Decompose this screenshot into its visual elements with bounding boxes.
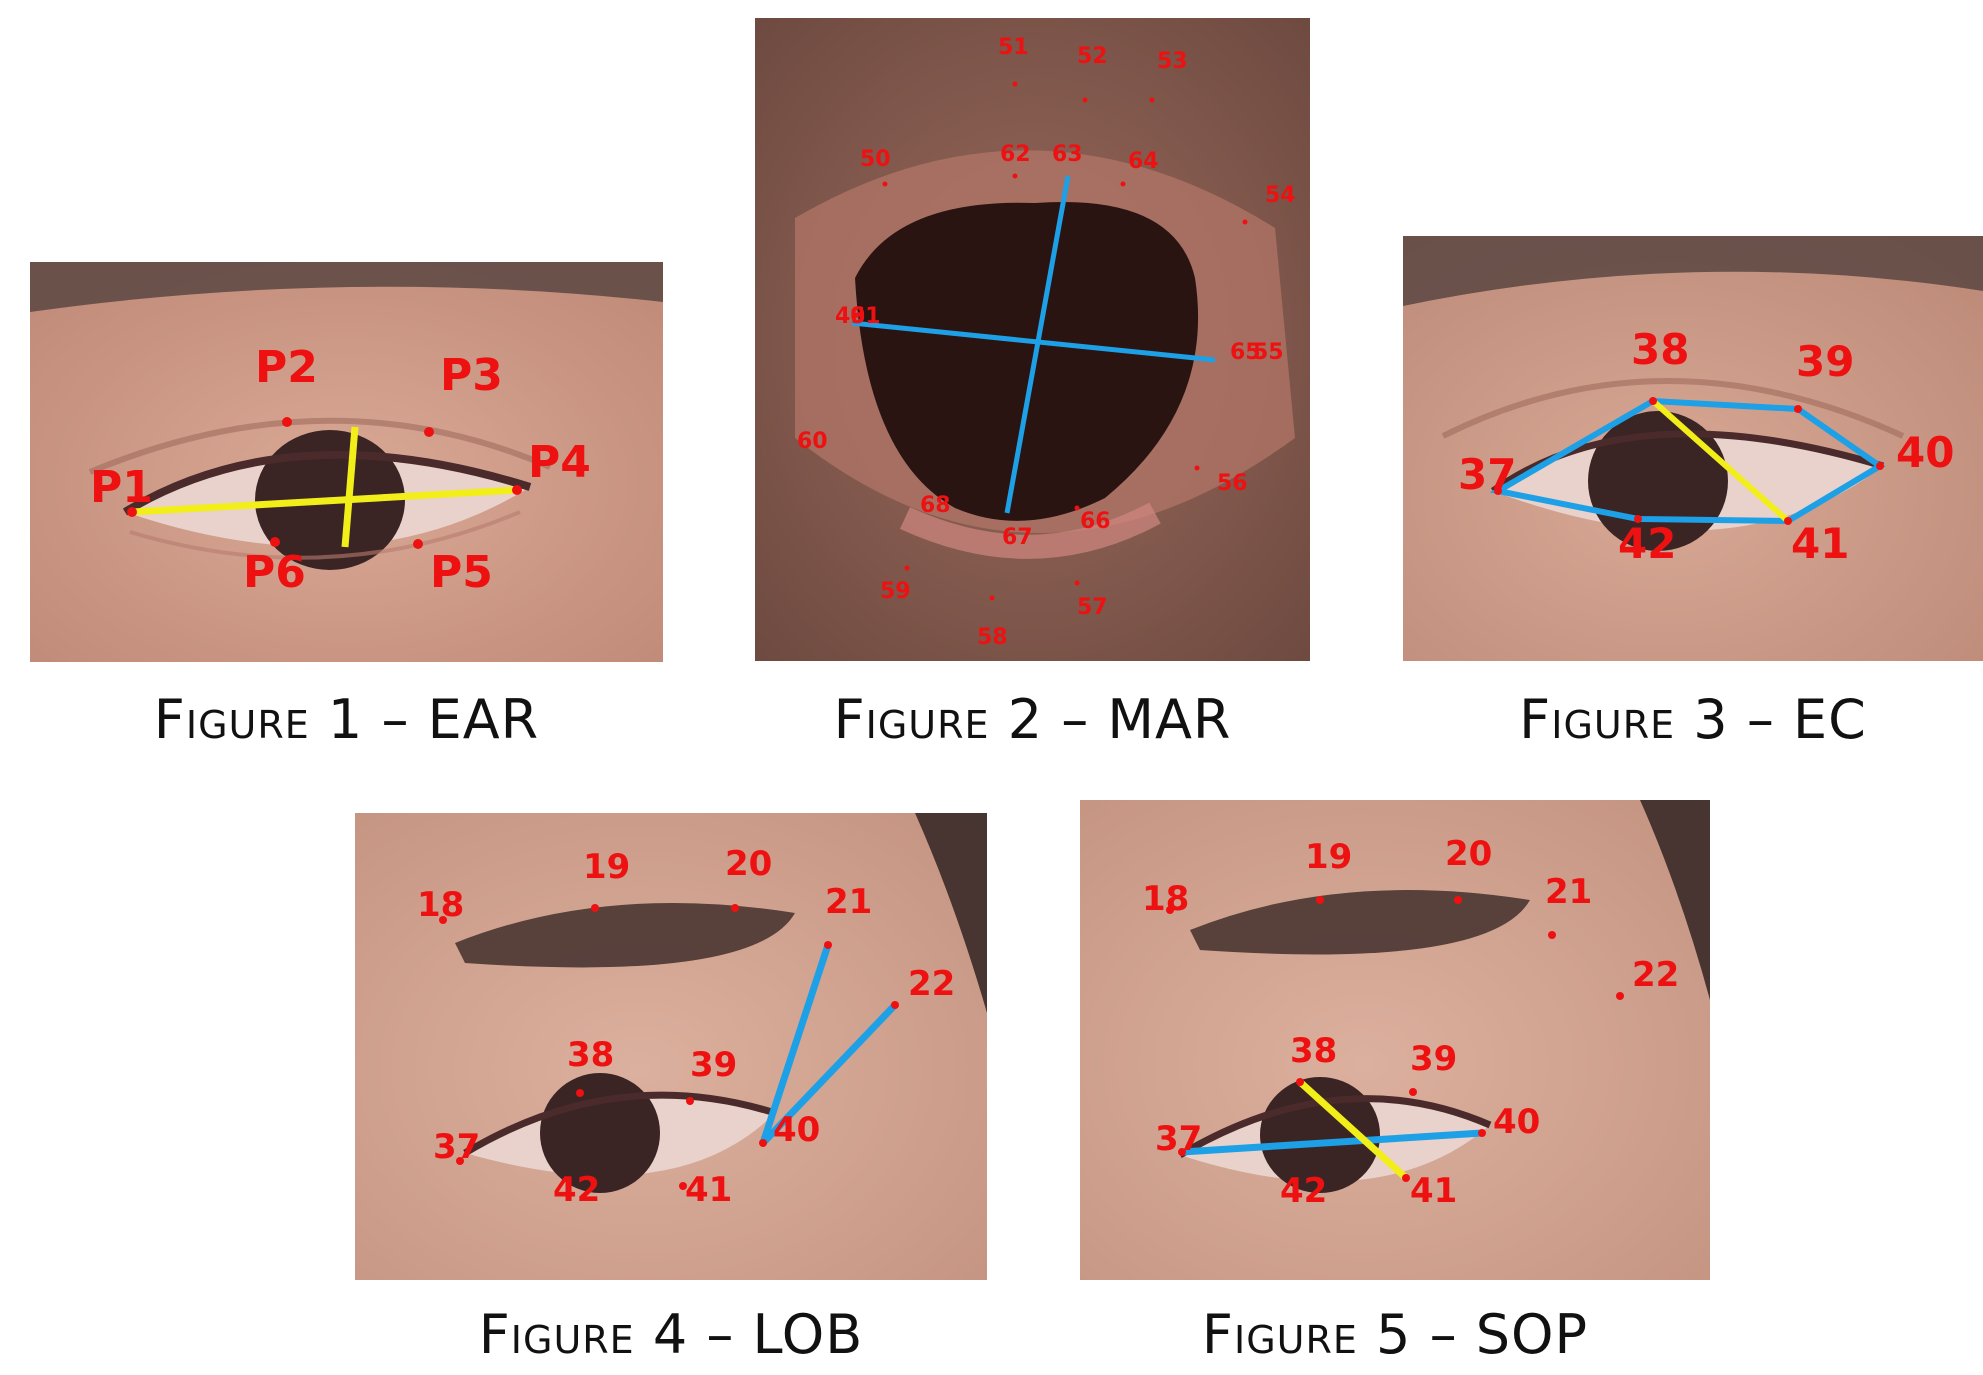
landmark-40: 40 — [1896, 428, 1954, 477]
landmark-38: 38 — [1631, 325, 1689, 374]
figure-5-caption: Figure 5 – SOP — [1080, 1303, 1710, 1366]
figure-5: 18 19 20 21 22 37 38 39 40 41 42 — [1080, 800, 1710, 1280]
landmark-56: 56 — [1217, 471, 1248, 496]
landmark-18-sop: 18 — [1142, 879, 1189, 919]
figure-3-eye-photo: 37 38 39 40 41 42 — [1403, 236, 1983, 661]
landmark-19-sop: 19 — [1305, 837, 1352, 877]
landmark-41: 41 — [1791, 519, 1849, 568]
landmark-p5: P5 — [430, 547, 493, 598]
landmark-38-sop: 38 — [1290, 1031, 1337, 1071]
landmark-58: 58 — [977, 625, 1008, 650]
landmark-40-lob: 40 — [773, 1110, 820, 1150]
figure-2-mouth-photo: 49 61 50 51 52 53 54 55 56 57 58 59 60 6… — [755, 18, 1310, 661]
landmark-37-sop: 37 — [1155, 1119, 1202, 1159]
figure-5-caption-label: 5 – SOP — [1376, 1303, 1588, 1366]
landmark-22: 22 — [908, 964, 955, 1004]
landmark-50: 50 — [860, 147, 891, 172]
landmark-21: 21 — [825, 882, 872, 922]
figure-2-caption-label: 2 – MAR — [1008, 688, 1232, 751]
landmark-18: 18 — [417, 885, 464, 925]
landmark-59: 59 — [880, 579, 911, 604]
landmark-37: 37 — [1458, 450, 1516, 499]
landmark-61: 61 — [850, 304, 881, 329]
figure-1-eye-photo: P1 P2 P3 P4 P5 P6 — [30, 262, 663, 662]
figure-1-caption: Figure 1 – EAR — [30, 688, 663, 751]
figure-2: 49 61 50 51 52 53 54 55 56 57 58 59 60 6… — [755, 18, 1310, 661]
figure-4-caption-label: 4 – LOB — [653, 1303, 863, 1366]
landmark-41-sop: 41 — [1410, 1171, 1457, 1211]
figure-3-caption-word: Figure — [1519, 688, 1675, 751]
landmark-51: 51 — [998, 35, 1029, 60]
landmark-20: 20 — [725, 844, 772, 884]
landmark-42-lob: 42 — [553, 1170, 600, 1210]
landmark-54: 54 — [1265, 183, 1296, 208]
figure-1-caption-word: Figure — [154, 688, 310, 751]
figure-5-caption-word: Figure — [1202, 1303, 1358, 1366]
figure-4-eye-brow-photo: 18 19 20 21 22 37 38 39 40 41 42 — [355, 813, 987, 1280]
landmark-62: 62 — [1000, 142, 1031, 167]
landmark-39-lob: 39 — [690, 1045, 737, 1085]
figure-4-caption-word: Figure — [479, 1303, 635, 1366]
landmark-57: 57 — [1077, 595, 1108, 620]
landmark-p6: P6 — [243, 547, 306, 598]
figure-1: P1 P2 P3 P4 P5 P6 — [30, 262, 663, 662]
landmark-20-sop: 20 — [1445, 834, 1492, 874]
landmark-39: 39 — [1796, 337, 1854, 386]
figure-4-caption: Figure 4 – LOB — [355, 1303, 987, 1366]
figure-5-eye-brow-photo: 18 19 20 21 22 37 38 39 40 41 42 — [1080, 800, 1710, 1280]
landmark-66: 66 — [1080, 509, 1111, 534]
landmark-19: 19 — [583, 847, 630, 887]
landmark-21-sop: 21 — [1545, 872, 1592, 912]
figure-1-caption-label: 1 – EAR — [328, 688, 539, 751]
landmark-42-sop: 42 — [1280, 1171, 1327, 1211]
landmark-60: 60 — [797, 429, 828, 454]
landmark-37-lob: 37 — [433, 1127, 480, 1167]
landmark-68: 68 — [920, 493, 951, 518]
landmark-65: 65 — [1230, 340, 1261, 365]
figure-2-caption-word: Figure — [834, 688, 990, 751]
figure-3-caption-label: 3 – EC — [1693, 688, 1867, 751]
landmark-53: 53 — [1157, 49, 1188, 74]
figure-2-caption: Figure 2 – MAR — [755, 688, 1310, 751]
landmark-p1: P1 — [90, 462, 153, 513]
landmark-38-lob: 38 — [567, 1035, 614, 1075]
landmark-22-sop: 22 — [1632, 955, 1679, 995]
landmark-64: 64 — [1128, 149, 1159, 174]
landmark-40-sop: 40 — [1493, 1102, 1540, 1142]
landmark-63: 63 — [1052, 142, 1083, 167]
landmark-p4: P4 — [528, 437, 591, 488]
landmark-p2: P2 — [255, 342, 318, 393]
landmark-41-lob: 41 — [685, 1170, 732, 1210]
figure-3-caption: Figure 3 – EC — [1403, 688, 1983, 751]
landmark-39-sop: 39 — [1410, 1039, 1457, 1079]
landmark-52: 52 — [1077, 44, 1108, 69]
landmark-42: 42 — [1618, 519, 1676, 568]
figure-4: 18 19 20 21 22 37 38 39 40 41 42 — [355, 813, 987, 1280]
landmark-p3: P3 — [440, 350, 503, 401]
figure-3: 37 38 39 40 41 42 — [1403, 236, 1983, 661]
landmark-67: 67 — [1002, 525, 1033, 550]
